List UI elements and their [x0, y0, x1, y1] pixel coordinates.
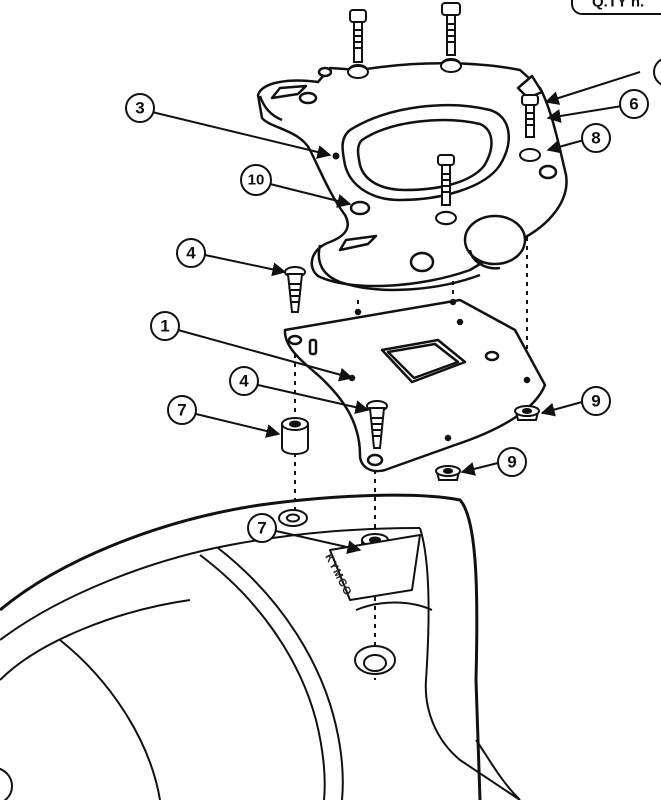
callout-8: 8	[581, 123, 611, 153]
callout-1-label: 1	[160, 317, 169, 336]
quantity-badge: Q.TY n.	[571, 0, 661, 15]
washer-group	[347, 59, 541, 225]
center-bolt	[437, 154, 455, 206]
callout-4-upper-label: 4	[186, 244, 196, 263]
scooter-rear-body	[0, 493, 521, 800]
callout-6-label: 6	[629, 95, 638, 114]
bolt-4-lower	[366, 400, 388, 449]
spacer-7-upper	[281, 417, 309, 455]
base-plate-1	[283, 298, 547, 473]
callout-1: 1	[150, 311, 180, 341]
callout-3: 3	[125, 93, 155, 123]
callout-9-right-label: 9	[591, 392, 600, 411]
callout-partial-top-right	[653, 58, 661, 86]
bolt-4-upper	[284, 266, 306, 313]
callout-3-label: 3	[135, 99, 144, 118]
callout-4-lower-label: 4	[239, 372, 249, 391]
callout-7-lower: 7	[247, 513, 277, 543]
callout-7-upper-label: 7	[177, 401, 186, 420]
callout-6: 6	[619, 89, 649, 119]
callout-9-lower-label: 9	[507, 453, 516, 472]
callout-7-lower-label: 7	[257, 519, 266, 538]
callout-4-lower: 4	[229, 366, 259, 396]
callout-8-label: 8	[591, 129, 600, 148]
callout-4-upper: 4	[176, 238, 206, 268]
flange-nut-9-lower	[435, 465, 461, 481]
callout-7-upper: 7	[167, 395, 197, 425]
callout-9-right: 9	[581, 386, 611, 416]
side-bolt-6	[521, 94, 539, 138]
leader-lines	[151, 71, 641, 555]
quantity-badge-label: Q.TY n.	[592, 0, 644, 11]
callout-10: 10	[240, 164, 272, 196]
callout-10-label: 10	[248, 172, 265, 189]
callout-partial-bottom	[0, 767, 13, 800]
rack-plate-3	[256, 61, 568, 292]
callout-9-lower: 9	[497, 447, 527, 477]
flange-nut-9-right	[514, 405, 540, 421]
